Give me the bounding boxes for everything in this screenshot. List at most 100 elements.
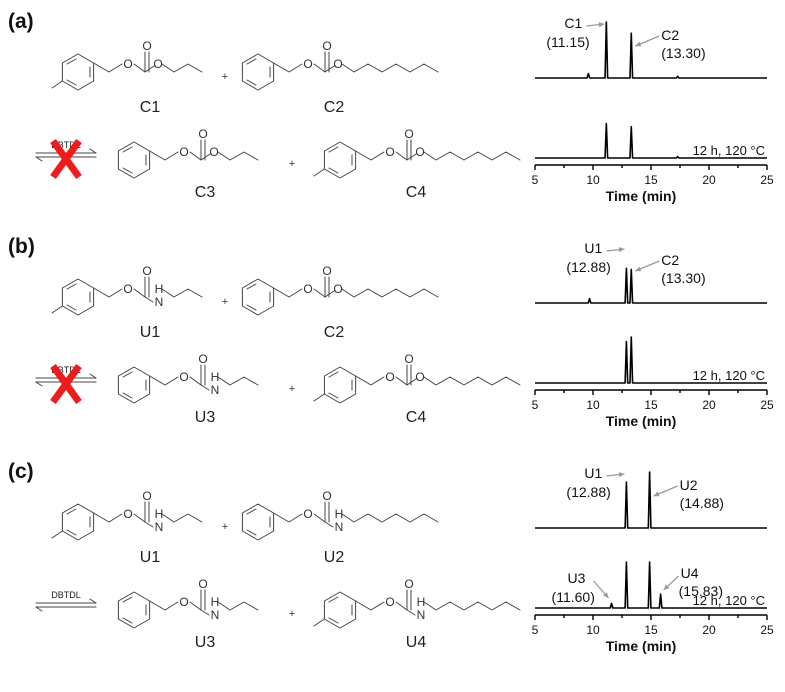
peak-label-2: U2 <box>680 477 698 493</box>
compound-label: C2 <box>324 99 345 116</box>
propyl-chain <box>217 151 259 161</box>
benzyl-core <box>62 277 149 315</box>
carbonyl-oxygen: O <box>198 352 207 366</box>
x-tick-label: 5 <box>532 398 539 412</box>
compound-label: U3 <box>195 409 216 426</box>
bond <box>200 384 210 391</box>
reverse-arrow-head <box>35 156 43 162</box>
benzyl-core <box>62 502 149 540</box>
x-tick-label: 10 <box>586 398 600 412</box>
compound-label: C4 <box>406 409 427 426</box>
chromatogram-top <box>535 471 767 529</box>
x-tick-label: 20 <box>702 623 716 637</box>
blocked-x-icon <box>50 363 82 405</box>
carbonyl-oxygen: O <box>142 39 151 53</box>
ester-oxygen: O <box>123 507 132 521</box>
forward-arrow-head <box>89 148 97 154</box>
bond <box>144 296 154 303</box>
chromatogram-top <box>535 21 767 79</box>
ester-oxygen: O <box>179 595 188 609</box>
panel-label: (a) <box>8 10 34 33</box>
alkoxy-oxygen: O <box>153 57 162 71</box>
peak-time-4: (15.83) <box>679 583 723 599</box>
bond <box>200 609 210 616</box>
hexyl-chain <box>423 601 521 611</box>
compound-C2: OOO <box>242 264 439 315</box>
peak-time-1: (12.88) <box>566 484 610 500</box>
ester-oxygen: O <box>123 282 132 296</box>
benzyl-core <box>118 365 205 403</box>
hexyl-chain <box>423 151 521 161</box>
benzyl-core <box>118 140 205 178</box>
compound-label: U3 <box>195 634 216 651</box>
x-tick-label: 10 <box>586 623 600 637</box>
peak-label-1: U1 <box>584 465 602 481</box>
peak-arrow-3-head <box>603 592 609 598</box>
condition-label: 12 h, 120 °C <box>693 143 765 158</box>
compound-label: C2 <box>324 324 345 341</box>
peak-label-1: U1 <box>584 240 602 256</box>
propyl-chain <box>217 376 259 386</box>
x-tick-label: 5 <box>532 623 539 637</box>
x-tick-label: 15 <box>644 623 658 637</box>
benzyl-core <box>242 52 329 90</box>
carbonyl-oxygen: O <box>322 39 331 53</box>
amine-hydrogen: H <box>335 507 344 521</box>
x-tick-label: 15 <box>644 173 658 187</box>
ester-oxygen: O <box>123 57 132 71</box>
peak-label-2: C2 <box>661 252 679 268</box>
bond <box>406 609 416 616</box>
compound-label: U1 <box>140 549 161 566</box>
peak-time-2: (13.30) <box>661 45 705 61</box>
amine-hydrogen: H <box>155 282 164 296</box>
compound-C1: OOO <box>51 39 203 90</box>
propyl-chain <box>217 601 259 611</box>
methyl-group <box>313 618 325 627</box>
blocked-x-icon <box>50 138 82 180</box>
peak-label-2: C2 <box>661 27 679 43</box>
x-tick-label: 20 <box>702 173 716 187</box>
peak-arrow-2-head <box>635 266 642 272</box>
catalyst-label: DBTDL <box>51 365 81 375</box>
peak-time-1: (12.88) <box>566 259 610 275</box>
alkoxy-oxygen: O <box>415 145 424 159</box>
methyl-group <box>313 168 325 177</box>
ester-oxygen: O <box>303 282 312 296</box>
compound-C4: OOO <box>313 352 521 403</box>
ester-oxygen: O <box>385 145 394 159</box>
amine-nitrogen: N <box>211 608 220 622</box>
catalyst-label: DBTDL <box>51 590 81 600</box>
alkoxy-oxygen: O <box>333 57 342 71</box>
compound-C2: OOO <box>242 39 439 90</box>
chromatogram-bottom <box>535 122 767 159</box>
bond <box>406 378 417 386</box>
x-tick-label: 20 <box>702 398 716 412</box>
peak-arrow-2-head <box>635 41 642 47</box>
chromatogram-bottom <box>535 561 767 609</box>
compound-label: U2 <box>324 549 345 566</box>
condition-label: 12 h, 120 °C <box>693 593 765 608</box>
carbonyl-oxygen: O <box>404 127 413 141</box>
x-tick-label: 10 <box>586 173 600 187</box>
carbonyl-oxygen: O <box>404 577 413 591</box>
carbonyl-oxygen: O <box>404 352 413 366</box>
peak-time-3: (11.60) <box>552 589 595 605</box>
plus-sign: + <box>289 158 295 170</box>
amine-hydrogen: H <box>211 595 220 609</box>
compound-label: C3 <box>195 184 216 201</box>
peak-label-4: U4 <box>681 565 699 581</box>
bond <box>144 65 155 73</box>
x-tick-label: 25 <box>760 173 774 187</box>
methyl-group <box>313 393 325 402</box>
catalyst-label: DBTDL <box>51 140 81 150</box>
amine-hydrogen: H <box>211 370 220 384</box>
compound-label: U1 <box>140 324 161 341</box>
methyl-group <box>51 80 63 89</box>
plus-sign: + <box>222 521 228 533</box>
